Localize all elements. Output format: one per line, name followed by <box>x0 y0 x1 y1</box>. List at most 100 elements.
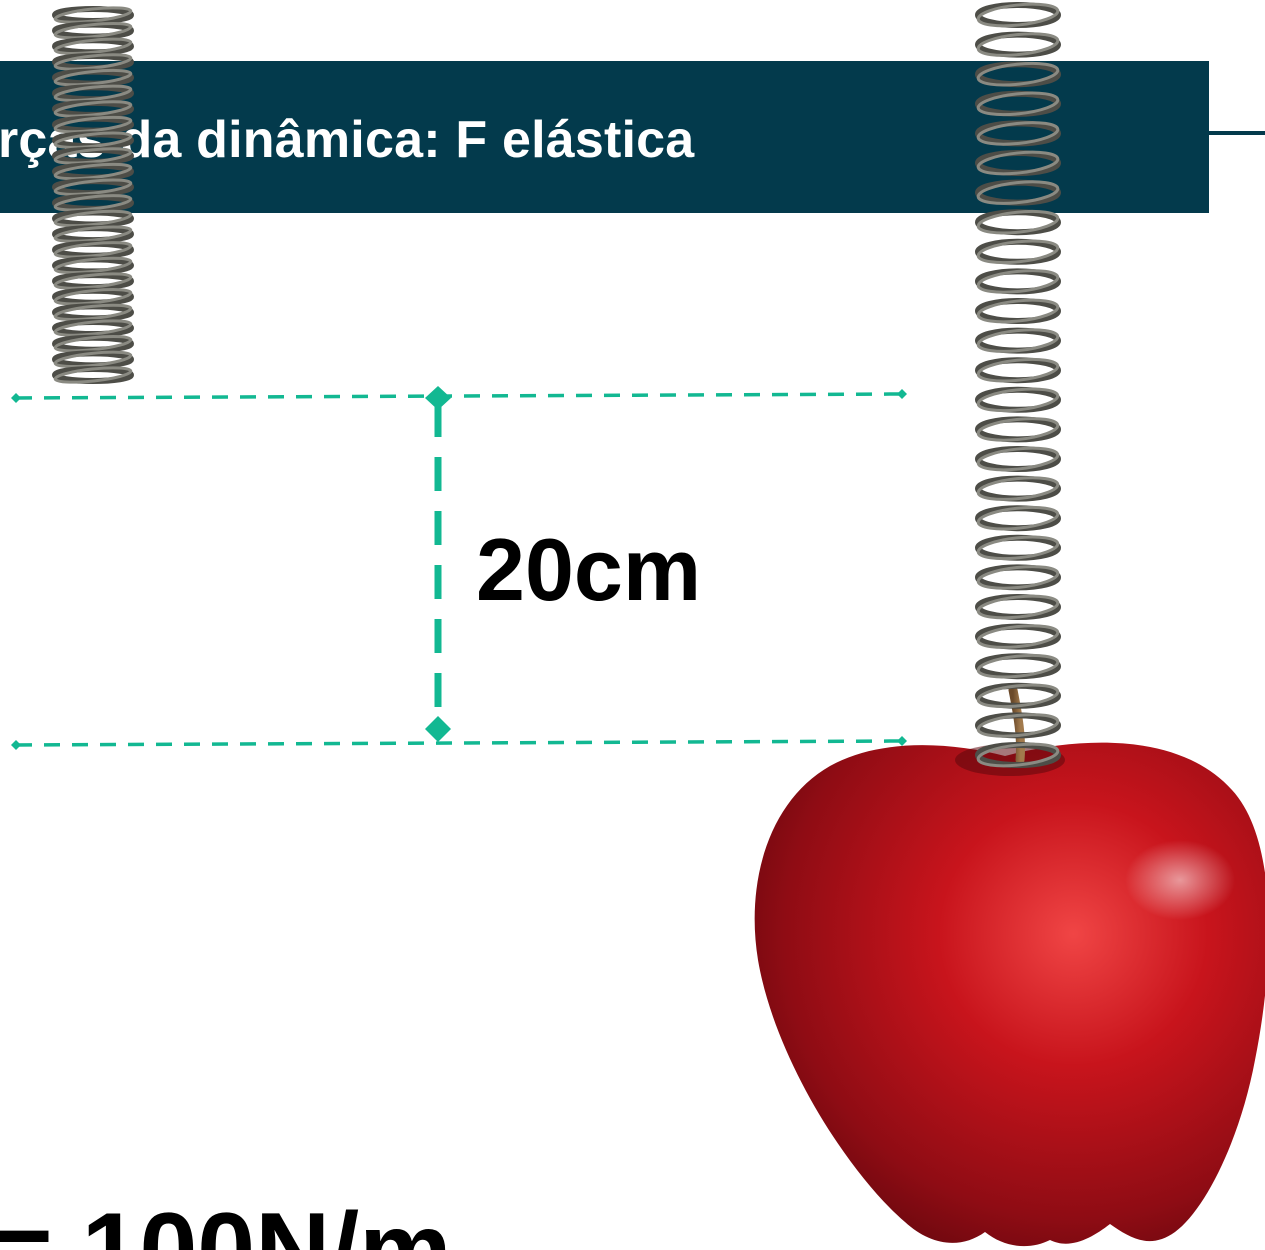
spring-coil-highlight <box>53 21 133 40</box>
spring-coil-highlight <box>976 298 1060 324</box>
spring-coil-highlight <box>976 121 1060 146</box>
spring-coil <box>975 31 1061 58</box>
spring-coil-highlight <box>53 241 133 259</box>
bottom-line-right-tip <box>897 736 907 746</box>
spring-coil-highlight <box>976 150 1060 176</box>
spring-coil-highlight <box>53 288 133 306</box>
spring-coil <box>52 131 134 150</box>
spring-coil-highlight <box>53 37 133 55</box>
top-reference-line <box>15 392 903 400</box>
spring-coil <box>975 90 1061 117</box>
spring-coil <box>52 99 134 118</box>
spring-coil-highlight <box>53 84 133 102</box>
spring-coil-highlight <box>976 742 1060 768</box>
spring-coil-highlight <box>53 335 133 353</box>
spring-coil-highlight <box>976 61 1060 87</box>
spring-coil-highlight <box>53 225 133 243</box>
spring-coil-highlight <box>976 387 1060 413</box>
spring-coil <box>975 534 1061 561</box>
spring-constant-label: = 100N/m <box>0 1192 452 1250</box>
spring-coil <box>975 150 1061 176</box>
spring-coil-highlight <box>976 269 1060 294</box>
spring-coil-highlight <box>53 209 133 228</box>
apple-stem <box>1008 685 1025 765</box>
spring-coil <box>975 653 1061 680</box>
spring-coil-highlight <box>53 350 133 369</box>
spring-coil <box>52 272 134 291</box>
spring-coil-highlight <box>53 53 133 71</box>
spring-coil-highlight <box>53 319 133 337</box>
spring-coil <box>52 21 134 40</box>
spring-coil <box>52 6 134 24</box>
spring-coil-highlight <box>976 209 1060 235</box>
spring-coil-highlight <box>976 505 1060 531</box>
spring-coil-highlight <box>53 6 133 24</box>
spring-icon <box>52 6 134 384</box>
spring-coil <box>52 209 134 228</box>
spring-coil-highlight <box>976 2 1060 28</box>
spring-coil-highlight <box>53 178 133 196</box>
spring-coil-highlight <box>53 194 133 212</box>
spring-coil <box>975 446 1061 472</box>
spring-coil-highlight <box>53 115 133 134</box>
title-accent-line <box>1209 131 1265 135</box>
dimension-top-arrow <box>425 386 451 410</box>
spring-coil-highlight <box>53 272 133 290</box>
spring-coil-highlight <box>53 162 133 181</box>
spring-coil <box>52 37 134 56</box>
spring-coil <box>975 682 1061 709</box>
spring-coil-highlight <box>976 535 1060 561</box>
spring-coil-highlight <box>53 68 133 87</box>
spring-coil-highlight <box>976 91 1060 117</box>
spring-coil-highlight <box>53 131 133 149</box>
spring-coil-highlight <box>976 476 1060 501</box>
spring-coil <box>975 268 1061 295</box>
spring-coil <box>975 298 1061 324</box>
dimension-bottom-arrow <box>425 716 451 742</box>
spring-coil <box>975 386 1061 413</box>
spring-coil <box>975 209 1061 236</box>
spring-coil <box>52 319 134 338</box>
spring-coil-highlight <box>976 683 1060 709</box>
spring-coil <box>52 162 134 181</box>
spring-coil <box>52 146 134 165</box>
spring-coil-highlight <box>976 328 1060 353</box>
spring-coil-highlight <box>53 366 133 384</box>
spring-coil <box>975 623 1061 650</box>
spring-coil <box>52 115 134 134</box>
spring-icon <box>975 2 1061 768</box>
bottom-reference-line <box>15 739 903 747</box>
spring-coil-highlight <box>53 256 133 275</box>
spring-coil <box>52 350 134 369</box>
spring-coil <box>52 52 134 71</box>
spring-coil <box>975 357 1061 384</box>
spring-coil <box>52 256 134 275</box>
spring-coil-highlight <box>976 713 1060 738</box>
spring-coil <box>52 193 134 212</box>
spring-coil <box>975 120 1061 147</box>
spring-coil <box>52 287 134 306</box>
spring-coil <box>975 564 1061 591</box>
spring-coil <box>975 475 1061 502</box>
spring-coil-highlight <box>976 357 1060 383</box>
spring-coil <box>52 366 134 384</box>
spring-coil <box>52 84 134 103</box>
spring-coil <box>975 61 1061 88</box>
spring-coil <box>975 742 1061 768</box>
spring-coil <box>52 68 134 87</box>
spring-coil <box>975 179 1061 206</box>
spring-coil <box>975 594 1061 620</box>
spring-coil <box>52 240 134 259</box>
spring-coil <box>52 303 134 322</box>
spring-coil-highlight <box>976 32 1060 57</box>
spring-coil-highlight <box>976 239 1060 265</box>
spring-coil-highlight <box>976 417 1060 442</box>
spring-coil <box>975 238 1061 265</box>
spring-coil-highlight <box>976 565 1060 590</box>
top-line-left-tip <box>11 393 21 403</box>
spring-coil-highlight <box>53 303 133 322</box>
top-line-right-tip <box>897 389 907 399</box>
